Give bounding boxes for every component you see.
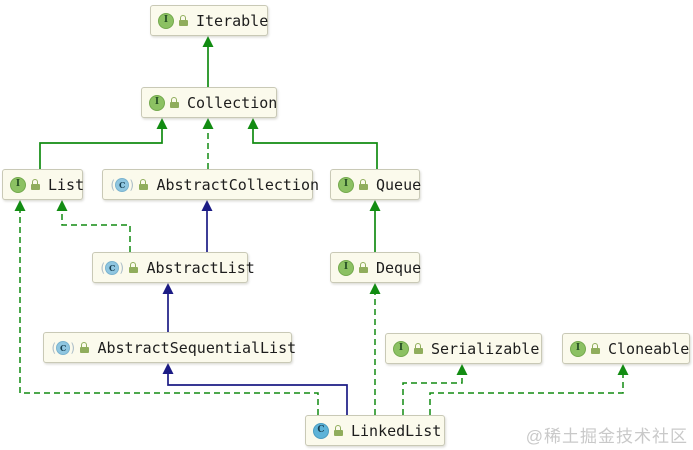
arrowhead-linkedlist-to-deque: [369, 283, 381, 294]
lock-icon: [359, 262, 369, 273]
interface-icon: I: [158, 12, 174, 29]
edge-linkedlist-implements-serializable: [402, 374, 463, 415]
arrowhead-abstractlist-to-abstractcollection: [201, 200, 213, 211]
class-icon: C: [115, 177, 130, 192]
class-icon: C: [56, 340, 71, 355]
arrowhead-linkedlist-to-serializable: [456, 364, 468, 375]
arrowhead-queue-to-collection: [247, 118, 259, 129]
edge-linkedlist-implements-list: [19, 210, 319, 415]
arrowhead-collection-to-iterable: [202, 36, 214, 47]
abstract-paren-icon: (: [99, 260, 107, 275]
node-iterable[interactable]: I Iterable: [150, 5, 268, 36]
lock-icon: [170, 97, 180, 108]
lock-icon: [359, 179, 369, 190]
class-icon: C: [313, 422, 329, 439]
watermark: @稀土掘金技术社区: [525, 427, 688, 446]
arrowhead-abstractcollection-to-collection: [202, 118, 214, 129]
node-label: LinkedList: [351, 421, 442, 440]
node-label: AbstractSequentialList: [97, 338, 297, 357]
arrowhead-linkedlist-to-abstractsequentiallist: [162, 363, 174, 374]
arrowhead-linkedlist-to-list: [14, 200, 26, 211]
abstract-paren-icon: ): [118, 260, 126, 275]
lock-icon: [139, 179, 149, 190]
node-cloneable[interactable]: I Cloneable: [562, 333, 690, 364]
node-label: Queue: [376, 175, 422, 194]
class-icon: C: [105, 260, 120, 275]
interface-icon: I: [393, 340, 409, 357]
edge-linkedlist-implements-cloneable: [429, 374, 624, 415]
edge-linkedlist-extends-abstractsequentiallist: [167, 373, 348, 415]
node-label: AbstractList: [146, 258, 255, 277]
lock-icon: [129, 262, 139, 273]
interface-icon: I: [10, 176, 26, 193]
edge-abstractlist-implements-list: [61, 210, 131, 252]
lock-icon: [591, 343, 601, 354]
arrowhead-linkedlist-to-cloneable: [617, 364, 629, 375]
node-list[interactable]: I List: [2, 169, 85, 200]
node-abstractlist[interactable]: (C) AbstractList: [92, 252, 255, 283]
node-abstractsequentiallist[interactable]: (C) AbstractSequentialList: [43, 332, 296, 363]
interface-icon: I: [570, 340, 586, 357]
abstract-paren-icon: (: [50, 340, 58, 355]
lock-icon: [31, 179, 41, 190]
abstract-paren-icon: ): [69, 340, 77, 355]
edge-list-extends-collection: [39, 128, 163, 169]
node-label: Serializable: [431, 339, 540, 358]
interface-icon: I: [149, 94, 165, 111]
lock-icon: [334, 425, 344, 436]
node-collection[interactable]: I Collection: [141, 87, 277, 118]
node-label: AbstractCollection: [156, 175, 320, 194]
node-label: Cloneable: [608, 339, 690, 358]
abstract-paren-icon: ): [128, 177, 136, 192]
node-label: Iterable: [196, 11, 269, 30]
node-serializable[interactable]: I Serializable: [385, 333, 542, 364]
node-linkedlist[interactable]: C LinkedList: [305, 415, 445, 446]
interface-icon: I: [338, 176, 354, 193]
node-label: Collection: [187, 93, 278, 112]
node-deque[interactable]: I Deque: [330, 252, 422, 283]
edge-queue-extends-collection: [252, 128, 378, 169]
node-abstractcollection[interactable]: (C) AbstractCollection: [102, 169, 319, 200]
arrowhead-deque-to-queue: [369, 200, 381, 211]
lock-icon: [179, 15, 189, 26]
abstract-paren-icon: (: [109, 177, 117, 192]
arrowhead-list-to-collection: [156, 118, 168, 129]
arrowhead-abstractlist-to-list: [56, 200, 68, 211]
lock-icon: [80, 342, 90, 353]
interface-icon: I: [338, 259, 354, 276]
lock-icon: [414, 343, 424, 354]
node-queue[interactable]: I Queue: [330, 169, 422, 200]
node-label: Deque: [376, 258, 422, 277]
arrowhead-abstractsequentiallist-to-abstractlist: [162, 283, 174, 294]
node-label: List: [48, 175, 85, 194]
